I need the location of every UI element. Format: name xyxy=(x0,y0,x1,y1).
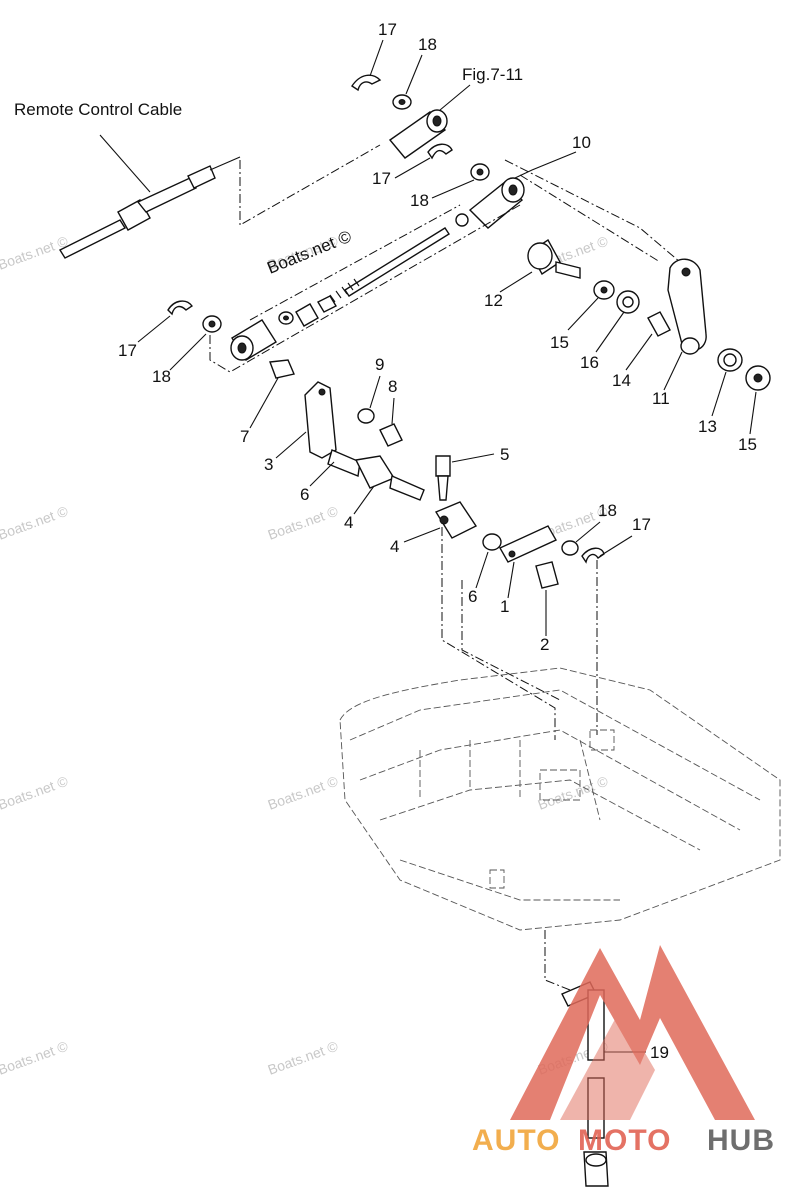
callout-8: 8 xyxy=(388,377,397,396)
watermark: Boats.net © xyxy=(266,772,341,812)
callout-4: 4 xyxy=(390,537,399,556)
callout-13: 13 xyxy=(698,417,717,436)
logo-auto: AUTO xyxy=(472,1124,560,1157)
callout-3: 3 xyxy=(264,455,273,474)
callout-17: 17 xyxy=(118,341,137,360)
watermark: Boats.net © xyxy=(0,1037,71,1077)
callout-5: 5 xyxy=(500,445,509,464)
watermarks: Boats.net © Boats.net © Boats.net © Boat… xyxy=(0,232,611,1077)
lever-group-middle: 17 18 7 9 8 3 6 4 5 xyxy=(118,300,509,532)
callout-6: 6 xyxy=(468,587,477,606)
callout-2: 2 xyxy=(540,635,549,654)
callout-4: 4 xyxy=(344,513,353,532)
callout-12: 12 xyxy=(484,291,503,310)
callout-19: 19 xyxy=(650,1043,669,1062)
callout-17: 17 xyxy=(378,20,397,39)
watermark: Boats.net © xyxy=(0,232,71,272)
watermark: Boats.net © xyxy=(266,502,341,542)
dashed-guides xyxy=(209,159,681,991)
callout-6: 6 xyxy=(300,485,309,504)
callout-16: 16 xyxy=(580,353,599,372)
lever-group-lower: 4 6 1 2 18 17 xyxy=(390,501,651,654)
watermark: Boats.net © xyxy=(0,772,71,812)
callout-1: 1 xyxy=(500,597,509,616)
callout-7: 7 xyxy=(240,427,249,446)
callout-17: 17 xyxy=(632,515,651,534)
logo-hub: HUB xyxy=(707,1124,775,1157)
lever-group-right: 12 15 16 14 11 13 15 xyxy=(484,238,771,454)
fig-reference: Fig.7-11 xyxy=(462,65,523,84)
upper-joint-group: 17 18 Fig.7-11 17 18 10 xyxy=(351,20,591,229)
callout-18: 18 xyxy=(410,191,429,210)
watermark: Boats.net © xyxy=(266,1037,341,1077)
automotohub-logo: AUTO MOTO HUB xyxy=(472,945,775,1157)
callout-11: 11 xyxy=(652,389,670,408)
cable-title: Remote Control Cable xyxy=(14,100,182,119)
threaded-rod: Boats.net © xyxy=(264,227,450,327)
callout-15: 15 xyxy=(738,435,757,454)
callout-18: 18 xyxy=(152,367,171,386)
watermark: Boats.net © xyxy=(0,502,71,542)
callout-18: 18 xyxy=(418,35,437,54)
logo-moto: MOTO xyxy=(578,1124,671,1157)
callout-15: 15 xyxy=(550,333,569,352)
powerhead-outline xyxy=(339,667,781,931)
callout-14: 14 xyxy=(612,371,631,390)
remote-control-cable: Remote Control Cable xyxy=(14,100,381,259)
callout-17: 17 xyxy=(372,169,391,188)
callout-9: 9 xyxy=(375,355,384,374)
callout-18: 18 xyxy=(598,501,617,520)
callout-10: 10 xyxy=(572,133,591,152)
watermark: Boats.net © xyxy=(536,772,611,812)
